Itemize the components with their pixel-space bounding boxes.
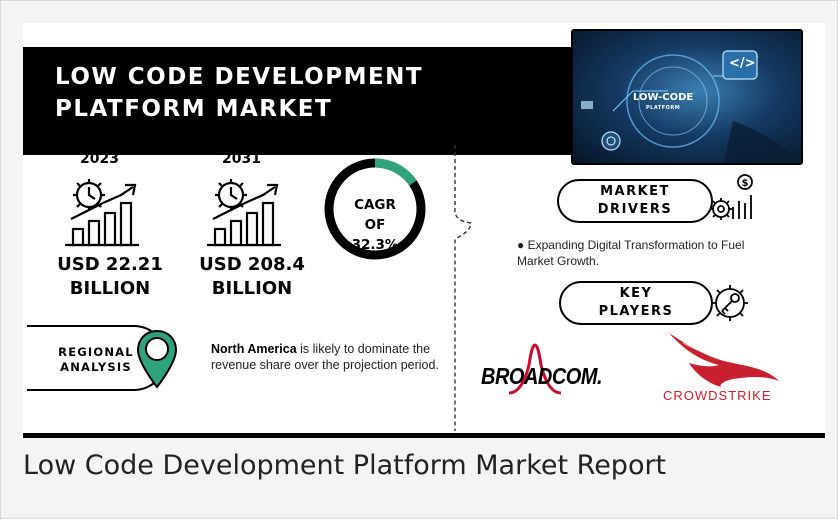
crowdstrike-logo-text: CROWDSTRIKE (663, 388, 772, 403)
figure-caption: Low Code Development Platform Market Rep… (23, 450, 667, 481)
stat-year-2023: 2023 (80, 151, 119, 167)
key-players-line1: KEY (619, 286, 653, 301)
market-drivers-line1: MARKET (600, 184, 670, 199)
market-drivers-label: MARKET DRIVERS (565, 183, 705, 219)
region-statement: is likely to dominate the revenue share … (211, 342, 439, 372)
divider-line (454, 145, 472, 431)
hero-graphic (581, 50, 801, 163)
regional-label-line2: ANALYSIS (60, 360, 132, 374)
cagr-ring (324, 158, 426, 260)
regional-label-line1: REGIONAL (58, 345, 134, 359)
broadcom-logo-text: BROADCOM. (481, 364, 603, 390)
stat-value-2031: USD 208.4 BILLION (187, 253, 317, 301)
cagr-line3: 32.3% (351, 237, 399, 253)
stat-value-2031-line1: USD 208.4 (199, 254, 305, 275)
region-name: North America (211, 342, 297, 356)
hero-image: </> LOW-CODE PLATFORM (571, 29, 803, 165)
regional-description: North America is likely to dominate the … (211, 341, 473, 373)
hero-label-sub: PLATFORM (646, 105, 681, 111)
cagr-line2: OF (364, 217, 386, 233)
code-symbol: </> (729, 56, 756, 71)
growth-chart-icon (65, 179, 139, 247)
growth-chart-icon (207, 179, 281, 247)
gear-key-icon (712, 285, 748, 321)
market-drivers-line2: DRIVERS (597, 202, 673, 217)
bottom-border (23, 433, 825, 438)
key-players-line2: PLAYERS (598, 304, 674, 319)
broadcom-logo-mark (508, 343, 562, 395)
hero-label: LOW-CODE PLATFORM (633, 93, 693, 113)
hero-label-main: LOW-CODE (633, 92, 694, 103)
market-drivers-pill (557, 179, 713, 223)
regional-analysis-label: REGIONAL ANALYSIS (51, 345, 141, 375)
svg-text:$: $ (742, 178, 749, 189)
location-pin-icon (136, 329, 178, 389)
stat-value-2023-line2: BILLION (69, 278, 151, 299)
gear-dollar-bars-icon: $ (710, 174, 753, 220)
stat-value-2023-line1: USD 22.21 (57, 254, 163, 275)
broadcom-suffix: . (597, 364, 603, 390)
key-players-label: KEY PLAYERS (567, 285, 705, 321)
cagr-text: CAGR OF 32.3% (333, 195, 417, 255)
page-title: LOW CODE DEVELOPMENT PLATFORM MARKET (55, 64, 424, 122)
cagr-line1: CAGR (354, 197, 396, 213)
stat-value-2031-line2: BILLION (211, 278, 293, 299)
broadcom-name: BROADCOM (481, 364, 598, 390)
crowdstrike-falcon-icon (669, 333, 779, 387)
market-driver-item: ● Expanding Digital Transformation to Fu… (517, 238, 745, 268)
stat-year-2031: 2031 (222, 151, 261, 167)
key-players-pill (559, 281, 713, 325)
infographic: LOW CODE DEVELOPMENT PLATFORM MARKET </>… (23, 23, 825, 438)
stat-value-2023: USD 22.21 BILLION (45, 253, 175, 301)
